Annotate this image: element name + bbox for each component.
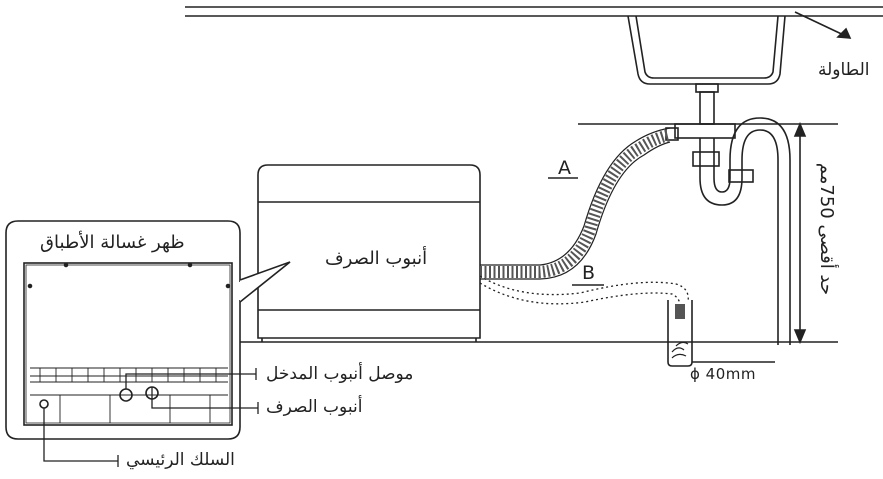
dishwasher-body	[257, 164, 481, 342]
standpipe	[667, 300, 775, 367]
drain-hose-label-center: أنبوب الصرف	[325, 248, 428, 269]
countertop	[185, 6, 883, 39]
sink-basin	[627, 15, 786, 125]
callout-lines	[43, 368, 259, 467]
hose-b-label: B	[582, 262, 596, 284]
pipe-diameter-label: ϕ 40mm	[690, 365, 756, 383]
back-view-panel	[5, 220, 291, 440]
hose-a-label: A	[558, 157, 571, 179]
drain-hose-a	[480, 127, 672, 280]
inlet-connector-label: موصل أنبوب المدخل	[266, 364, 414, 384]
height-dimension	[793, 121, 807, 345]
drain-hose-label-back: أنبوب الصرف	[266, 397, 363, 417]
table-label: الطاولة	[818, 60, 870, 80]
main-cable-label: السلك الرئيسي	[126, 450, 235, 470]
drain-hose-b	[479, 275, 689, 307]
max-height-label: حد أقصى 750مم	[816, 162, 837, 295]
back-view-title: ظهر غسالة الأطباق	[40, 232, 185, 253]
